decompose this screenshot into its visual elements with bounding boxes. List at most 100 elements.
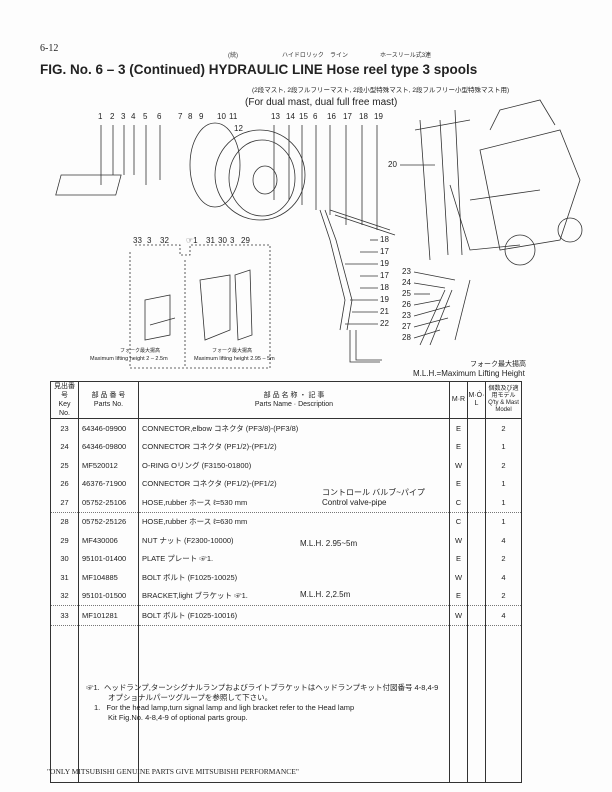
part-no: 05752-25106 xyxy=(78,493,139,512)
note-en-line2: Kit Fig.No. 4-8,4-9 of optional parts gr… xyxy=(108,713,248,722)
page-number: 6-12 xyxy=(40,43,59,54)
callout-number: 11 xyxy=(229,112,238,121)
mol-code xyxy=(467,586,486,606)
callout-number: 24 xyxy=(402,278,411,287)
callout-number: 16 xyxy=(327,112,336,121)
callout-number: 23 xyxy=(402,267,411,276)
callout-number: 23 xyxy=(402,311,411,320)
key-no: 27 xyxy=(50,493,79,512)
part-no: 64346-09800 xyxy=(78,437,139,456)
quantity: 4 xyxy=(485,568,522,587)
part-no: 64346-09900 xyxy=(78,418,139,438)
inset-caption-right: Maximum lifting height 2.95 – 5m xyxy=(194,356,275,362)
quantity: 4 xyxy=(485,605,522,625)
mol-code xyxy=(467,474,486,493)
key-no: 25 xyxy=(50,456,79,475)
callout-number: 25 xyxy=(402,289,411,298)
note-row xyxy=(50,624,522,782)
callout-number: 27 xyxy=(402,322,411,331)
callout-number: 17 xyxy=(343,112,352,121)
callout-number: 6 xyxy=(157,112,162,121)
subtitle-en: (For dual mast, dual full free mast) xyxy=(245,97,398,108)
callout-number: 7 xyxy=(178,112,183,121)
key-no: 30 xyxy=(50,549,79,568)
callout-number: 30 xyxy=(218,236,227,245)
mr-code: W xyxy=(449,456,468,475)
note-cell xyxy=(78,624,139,782)
description: BOLT ボルト (F1025-10016) xyxy=(138,605,450,625)
key-no: 24 xyxy=(50,437,79,456)
callout-number: 6 xyxy=(313,112,318,121)
mol-code xyxy=(467,493,486,512)
callout-number: 12 xyxy=(234,124,243,133)
callout-number: 8 xyxy=(188,112,193,121)
callout-number: 9 xyxy=(199,112,204,121)
callout-number: 32 xyxy=(160,236,169,245)
callout-number: 18 xyxy=(380,235,389,244)
ruby-hosereel: ホースリール式3連 xyxy=(380,53,432,59)
note-cell xyxy=(50,624,79,782)
note-num: 1. xyxy=(94,703,101,712)
key-no: 28 xyxy=(50,511,79,531)
callout-number: 3 xyxy=(230,236,235,245)
note-cell xyxy=(485,624,522,782)
description: BRACKET,light ブラケット ☞1. xyxy=(138,586,450,606)
mr-code: C xyxy=(449,493,468,512)
callout-number: 28 xyxy=(402,333,411,342)
description: NUT ナット (F2300-10000) xyxy=(138,531,450,550)
callout-number: 3 xyxy=(147,236,152,245)
callout-number: 20 xyxy=(388,160,397,169)
callout-number: 2 xyxy=(110,112,115,121)
callout-number: 19 xyxy=(374,112,383,121)
callout-number: 4 xyxy=(131,112,136,121)
key-no: 32 xyxy=(50,586,79,606)
part-no: MF101281 xyxy=(78,605,139,625)
key-no: 29 xyxy=(50,531,79,550)
part-no: MF430006 xyxy=(78,531,139,550)
quantity: 2 xyxy=(485,456,522,475)
quantity: 4 xyxy=(485,531,522,550)
callout-number: 21 xyxy=(380,307,389,316)
note-en-line1: For the head lamp,turn signal lamp and l… xyxy=(106,703,355,712)
mlh-jp: フォーク最大揚高 xyxy=(470,361,526,368)
callout-number: 17 xyxy=(380,271,389,280)
mr-code: E xyxy=(449,437,468,456)
ruby-hydraulic: ハイドロリック xyxy=(282,53,324,59)
figure-title: FIG. No. 6 – 3 (Continued) HYDRAULIC LIN… xyxy=(40,62,478,77)
callout-number: 33 xyxy=(133,236,142,245)
note-jp-line1: ヘッドランプ,ターンシグナルランプおよびライトブラケットはヘッドランプキット付図… xyxy=(103,683,439,692)
callout-number: 14 xyxy=(286,112,295,121)
part-no: MF520012 xyxy=(78,456,139,475)
mr-code: C xyxy=(449,511,468,531)
note-cell xyxy=(138,624,450,782)
mol-code xyxy=(467,605,486,625)
key-no: 33 xyxy=(50,605,79,625)
table-footnote: ☞1. ヘッドランプ,ターンシグナルランプおよびライトブラケットはヘッドランプキ… xyxy=(86,683,438,723)
callout-number: 1 xyxy=(98,112,103,121)
hose-group-note-jp: コントロール バルブ~パイプ xyxy=(322,488,425,497)
quantity: 1 xyxy=(485,437,522,456)
callout-number: 17 xyxy=(380,247,389,256)
quantity: 1 xyxy=(485,511,522,531)
mlh-225-note: M.L.H. 2,2.5m xyxy=(300,590,351,599)
description: BOLT ボルト (F1025-10025) xyxy=(138,568,450,587)
note-cell xyxy=(467,624,486,782)
mol-code xyxy=(467,456,486,475)
exploded-diagram xyxy=(55,99,583,369)
callout-number: 19 xyxy=(380,295,389,304)
part-no: 46376-71900 xyxy=(78,474,139,493)
description: PLATE プレート ☞1. xyxy=(138,549,450,568)
footer-slogan: "ONLY MITSUBISHI GENUINE PARTS GIVE MITS… xyxy=(47,767,299,776)
mlh-295-note: M.L.H. 2.95~5m xyxy=(300,539,358,548)
mr-code: W xyxy=(449,531,468,550)
